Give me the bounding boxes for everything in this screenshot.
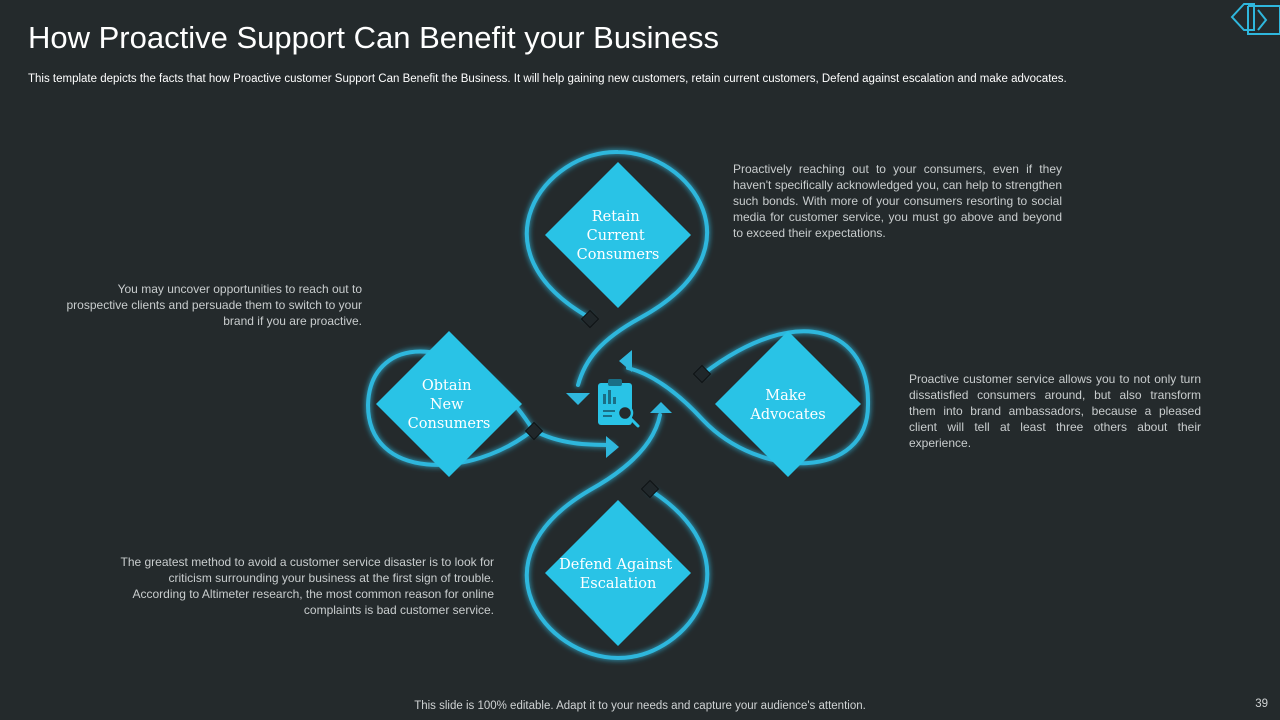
defend-loop — [524, 413, 710, 661]
clipboard-analytics-icon — [598, 379, 640, 428]
defend-label: Defend Against Escalation — [559, 557, 677, 592]
advocates-loop — [626, 329, 871, 466]
obtain-label: Obtain New Consumers — [408, 378, 491, 432]
advocates-endcap — [692, 364, 712, 384]
obtain-diamond — [376, 331, 522, 477]
defend-diamond — [545, 500, 691, 646]
page-number: 39 — [1255, 698, 1268, 710]
page-title: How Proactive Support Can Benefit your B… — [28, 20, 719, 55]
retain-diamond — [545, 162, 691, 308]
arrow-right-icon — [606, 436, 619, 458]
arrow-down-icon — [566, 393, 590, 405]
retain-label: Retain Current Consumers — [577, 209, 660, 263]
page-subtitle: This template depicts the facts that how… — [28, 73, 1067, 85]
arrow-left-icon — [619, 350, 632, 372]
retain-description: Proactively reaching out to your consume… — [733, 162, 1062, 240]
defend-endcap — [640, 479, 660, 499]
chevron-right-icon[interactable] — [1247, 5, 1280, 35]
arrow-up-icon — [650, 402, 672, 413]
nav-arrows[interactable] — [1220, 0, 1280, 40]
obtain-endcap — [524, 421, 544, 441]
advocates-description: Proactive customer service allows you to… — [909, 372, 1201, 450]
advocates-diamond — [715, 331, 861, 477]
retain-loop — [524, 149, 709, 387]
footer-note: This slide is 100% editable. Adapt it to… — [414, 700, 866, 712]
obtain-description: You may uncover opportunities to reach o… — [66, 282, 363, 328]
advocates-label: Make Advocates — [749, 388, 825, 423]
defend-description: The greatest method to avoid a customer … — [120, 555, 494, 617]
retain-endcap — [580, 309, 600, 329]
